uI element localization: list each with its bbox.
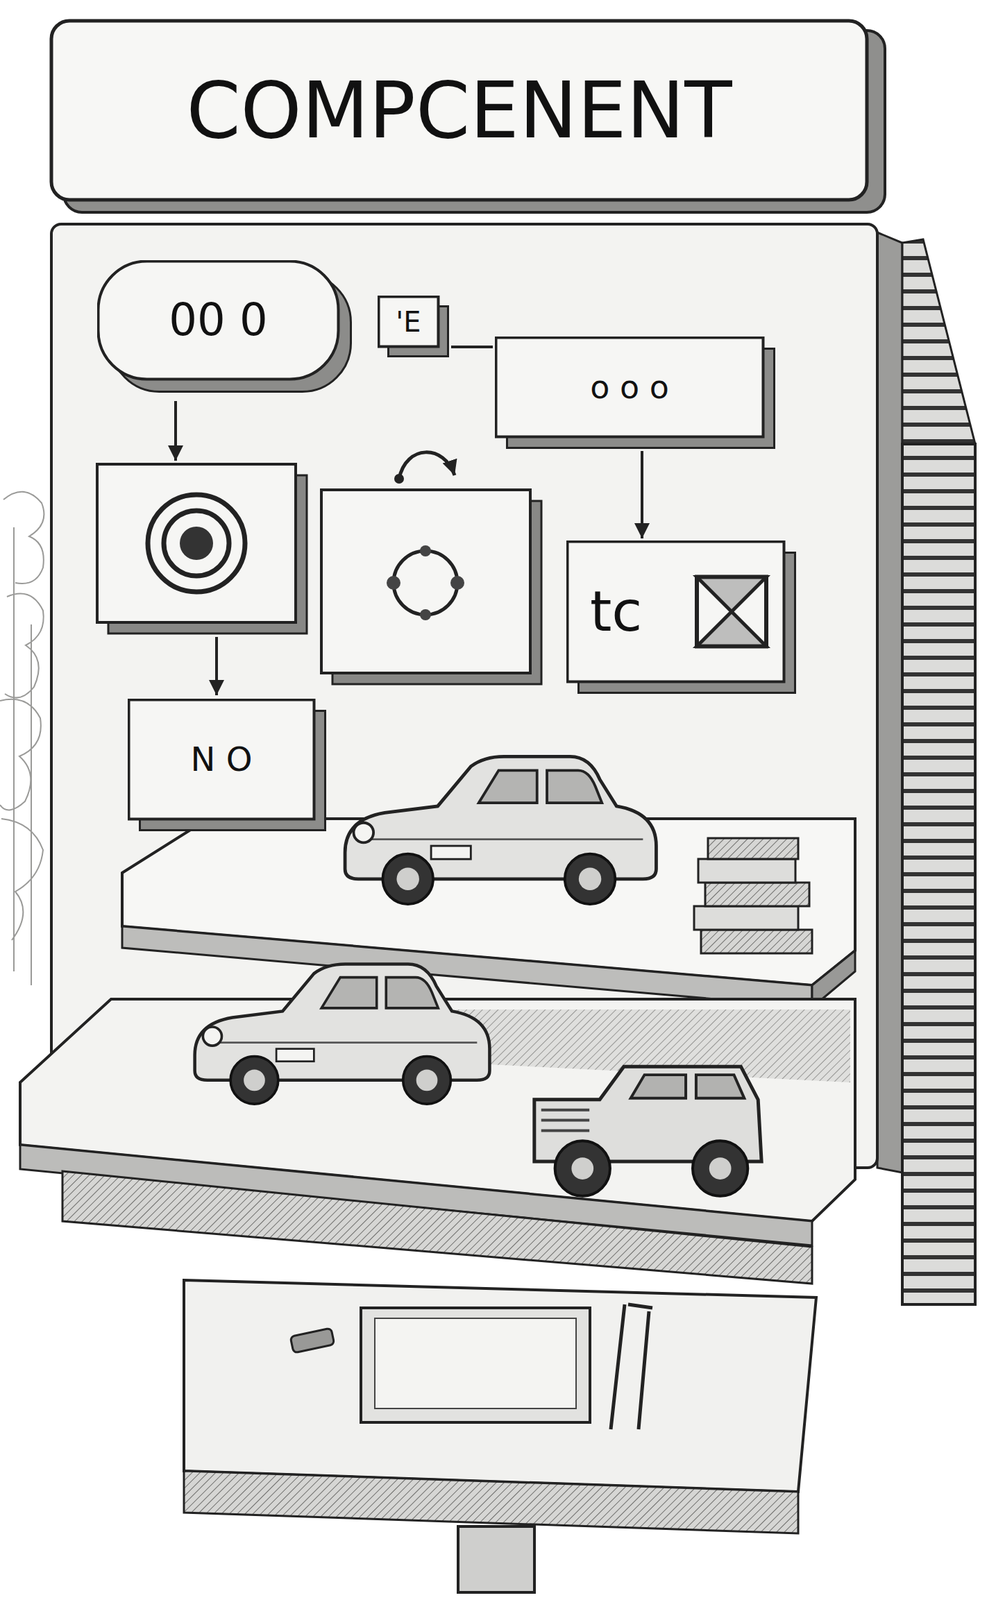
background-trees-part	[1, 819, 44, 941]
node-text: 'E	[395, 306, 421, 339]
node-text: N O	[190, 740, 253, 779]
bottom-drawer-part	[458, 1526, 535, 1593]
box-face	[129, 700, 315, 820]
target-box-part	[179, 526, 214, 561]
background-trees	[0, 492, 44, 986]
bottom-drawer-part	[290, 1328, 335, 1354]
title-banner	[51, 20, 885, 213]
node-text: tc	[589, 580, 643, 645]
bottom-drawer-part	[610, 1304, 653, 1430]
book-stack-part	[707, 838, 799, 860]
background-trees-part	[13, 527, 32, 986]
book-stack-part	[694, 906, 799, 931]
box-face	[378, 297, 439, 348]
title-text: COMPCENENT	[51, 20, 867, 200]
box-face	[567, 542, 785, 683]
title-banner-part	[51, 20, 867, 200]
sketch-box: tc	[566, 540, 797, 695]
circle-box-part	[450, 576, 465, 590]
connector	[451, 345, 493, 349]
background-trees-part	[0, 699, 41, 811]
circle-box-part	[419, 609, 432, 621]
toy-cars-part	[344, 756, 656, 905]
book-stack-part	[705, 882, 810, 907]
sketch-box: 'E	[377, 295, 450, 358]
connector	[640, 451, 644, 539]
hourglass-symbol	[696, 577, 767, 647]
toy-cars-part	[195, 964, 491, 1105]
circle-box-part	[321, 490, 531, 674]
target-box	[97, 464, 307, 634]
circle-box	[321, 452, 542, 685]
hourglass-symbol	[696, 577, 767, 647]
background-trees-part	[3, 492, 44, 584]
box-face	[496, 338, 764, 438]
circle-box-part	[399, 452, 455, 479]
node-text: 00 0	[168, 294, 268, 347]
toy-cars-part	[534, 1066, 762, 1196]
circle-box-part	[393, 551, 458, 615]
bottom-drawer-part	[360, 1308, 590, 1423]
circle-box-part	[419, 545, 432, 557]
pill-box: 00 0	[97, 260, 352, 393]
sketch-box: o o o	[494, 336, 776, 450]
bottom-drawer-part	[374, 1318, 577, 1409]
circle-box-part	[394, 474, 404, 484]
ladder-rail-part	[877, 232, 903, 1173]
sketch-box: N O	[127, 698, 327, 832]
ladder-rail-part	[902, 444, 976, 1305]
layout-arrows-part	[174, 401, 177, 461]
bottom-drawer	[183, 1280, 817, 1593]
node-text: o o o	[589, 369, 670, 407]
target-box-part	[97, 464, 296, 623]
bottom-drawer-part	[183, 1280, 817, 1493]
target-box-part	[163, 510, 230, 577]
target-box-part	[147, 494, 246, 593]
bottom-drawer-part	[183, 1471, 799, 1534]
layout-arrows-part	[215, 637, 218, 696]
ladder-rail-part	[902, 239, 976, 445]
hourglass-symbol	[696, 577, 767, 647]
book-stack-part	[698, 859, 796, 883]
box-face	[98, 261, 339, 380]
book-stack-part	[701, 930, 813, 954]
upper-shelf-part	[122, 926, 813, 1008]
circle-box-part	[386, 576, 401, 590]
ladder-rail	[877, 232, 976, 1305]
background-trees-part	[4, 594, 44, 699]
layout-arrows	[175, 401, 217, 696]
book-stack	[694, 838, 813, 954]
